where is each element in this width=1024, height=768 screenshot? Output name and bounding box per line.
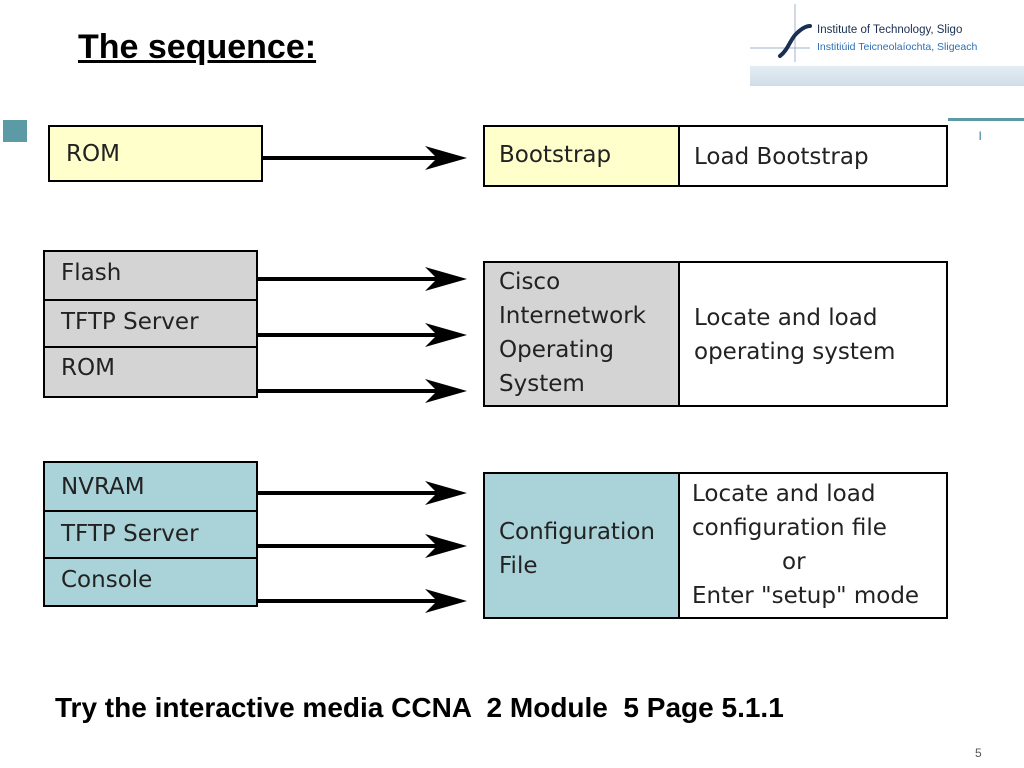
arrow bbox=[258, 481, 467, 505]
accent-bar bbox=[948, 118, 1024, 121]
description-line: Locate and load bbox=[692, 481, 876, 507]
arrow bbox=[258, 379, 467, 403]
target-label: Bootstrap bbox=[499, 142, 612, 168]
page-number: 5 bbox=[975, 746, 982, 760]
institute-logo: Institute of Technology, Sligo Institiúi… bbox=[750, 0, 1024, 86]
target-line: Configuration bbox=[499, 519, 655, 545]
description-line: operating system bbox=[694, 339, 896, 365]
source-label: Flash bbox=[61, 260, 122, 286]
source-label: TFTP Server bbox=[61, 521, 199, 547]
source-label: NVRAM bbox=[61, 474, 145, 500]
source-nvram: NVRAM bbox=[43, 461, 258, 512]
source-label: ROM bbox=[66, 141, 120, 167]
swoosh-icon bbox=[750, 4, 812, 62]
source-rom: ROM bbox=[48, 125, 263, 182]
description-configuration-file: Locate and load configuration file or En… bbox=[678, 472, 948, 619]
arrow bbox=[258, 589, 467, 613]
target-line: Internetwork bbox=[499, 303, 646, 329]
arrow bbox=[258, 534, 467, 558]
logo-name-irish: Institiúid Teicneolaíochta, Sligeach bbox=[817, 41, 978, 53]
page-title: The sequence: bbox=[78, 28, 317, 66]
target-line: Operating bbox=[499, 337, 614, 363]
source-label: ROM bbox=[61, 355, 115, 381]
description-line: configuration file bbox=[692, 515, 887, 541]
bullet-square bbox=[3, 120, 27, 142]
source-tftp-server: TFTP Server bbox=[43, 299, 258, 348]
logo-band bbox=[750, 66, 1024, 86]
source-console: Console bbox=[43, 557, 258, 607]
arrow bbox=[263, 146, 467, 170]
source-label: TFTP Server bbox=[61, 309, 199, 335]
target-ios: Cisco Internetwork Operating System bbox=[483, 261, 680, 407]
description-line: Enter "setup" mode bbox=[692, 583, 920, 609]
target-line: Cisco bbox=[499, 269, 561, 295]
target-line: System bbox=[499, 371, 585, 397]
source-rom: ROM bbox=[43, 346, 258, 398]
source-tftp-server: TFTP Server bbox=[43, 510, 258, 559]
description-ios: Locate and load operating system bbox=[678, 261, 948, 407]
description-line: Locate and load bbox=[694, 305, 878, 331]
footer-note: Try the interactive media CCNA 2 Module … bbox=[55, 692, 784, 723]
logo-name-english: Institute of Technology, Sligo bbox=[817, 24, 963, 36]
accent-mark: ı bbox=[978, 127, 983, 144]
arrow bbox=[258, 267, 467, 291]
target-bootstrap: Bootstrap bbox=[483, 125, 680, 187]
description-label: Load Bootstrap bbox=[694, 144, 869, 170]
description-line: or bbox=[782, 549, 806, 575]
description-bootstrap: Load Bootstrap bbox=[678, 125, 948, 187]
arrow bbox=[258, 323, 467, 347]
target-line: File bbox=[499, 553, 538, 579]
source-label: Console bbox=[61, 567, 153, 593]
